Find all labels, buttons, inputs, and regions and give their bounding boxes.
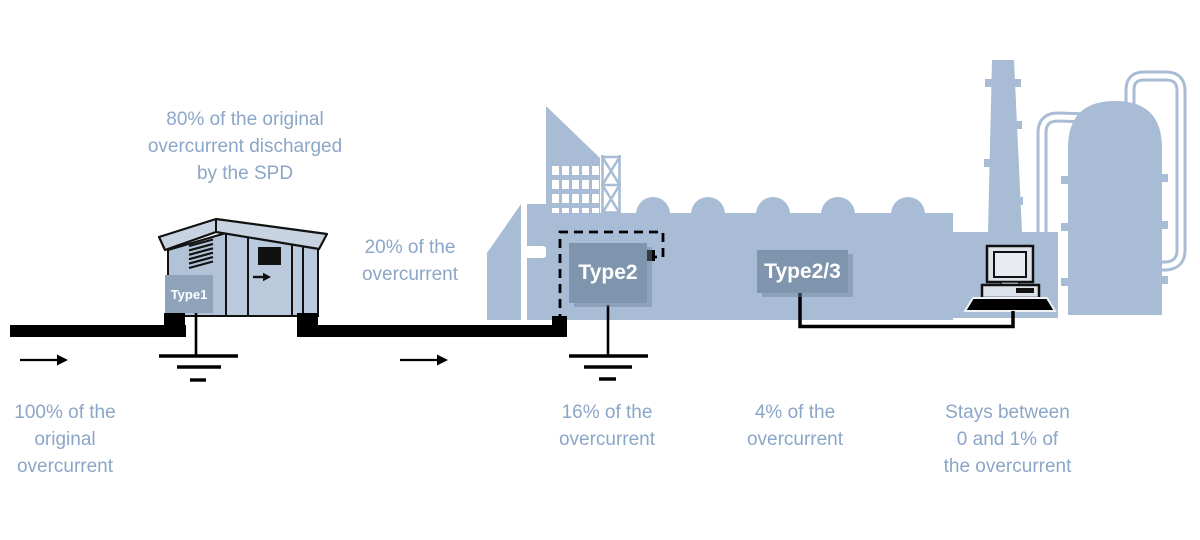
keyboard (963, 297, 1057, 312)
supply-cable-middle (298, 325, 555, 337)
building-window (258, 247, 281, 265)
factory-domes (636, 197, 925, 231)
monitor-screen (993, 251, 1027, 278)
chimney-icon (988, 60, 1022, 232)
panel-lines (247, 236, 304, 316)
flow-arrow-icon (400, 354, 448, 366)
desktop-computer-icon (963, 244, 1057, 312)
factory-ramp (487, 204, 521, 320)
caption-after-type2-3-4: 4% of the overcurrent (746, 402, 844, 450)
tank-tabs (1061, 174, 1168, 286)
earth-ground-icon (159, 313, 238, 382)
caption-after-type2-16: 16% of the overcurrent (558, 402, 656, 450)
pipes-icon (1036, 70, 1187, 272)
spd-terminal (643, 250, 655, 261)
flow-arrow-icon (20, 354, 68, 366)
lattice-tower-icon (601, 155, 621, 214)
spd-zone-dashed-border (558, 230, 665, 323)
chimney-tabs (984, 79, 1023, 205)
factory-strip (527, 204, 548, 320)
caption-final-stays: Stays between 0 and 1% of the overcurren… (943, 402, 1072, 477)
type2-3-label-text: Type2/3 (764, 259, 841, 283)
wiring-layer (10, 230, 1015, 382)
signal-cable (798, 292, 1015, 329)
storage-tank-icon (1068, 101, 1162, 315)
caption-incoming-100: 100% of the original overcurrent (14, 402, 116, 477)
door-arrow-icon (253, 272, 271, 282)
earth-ground-icon (569, 305, 648, 381)
building-windows (552, 166, 599, 217)
drive-slot (1016, 288, 1034, 293)
type1-spd-label: Type1 (165, 275, 213, 313)
factory-strip-gap (521, 246, 548, 258)
type2-3-spd-label: Type2/3 (757, 250, 848, 293)
caption-discharged-80: 80% of the original overcurrent discharg… (147, 109, 343, 184)
vent-slats-icon (188, 238, 214, 270)
type2-spd-label: Type2 (569, 243, 647, 303)
caption-after-type1-20: 20% of the overcurrent (361, 237, 459, 285)
type2-label-text: Type2 (578, 261, 638, 284)
supply-cable-left (10, 325, 186, 337)
cable-entry-knob (552, 316, 567, 337)
type1-label-text: Type1 (170, 286, 208, 302)
